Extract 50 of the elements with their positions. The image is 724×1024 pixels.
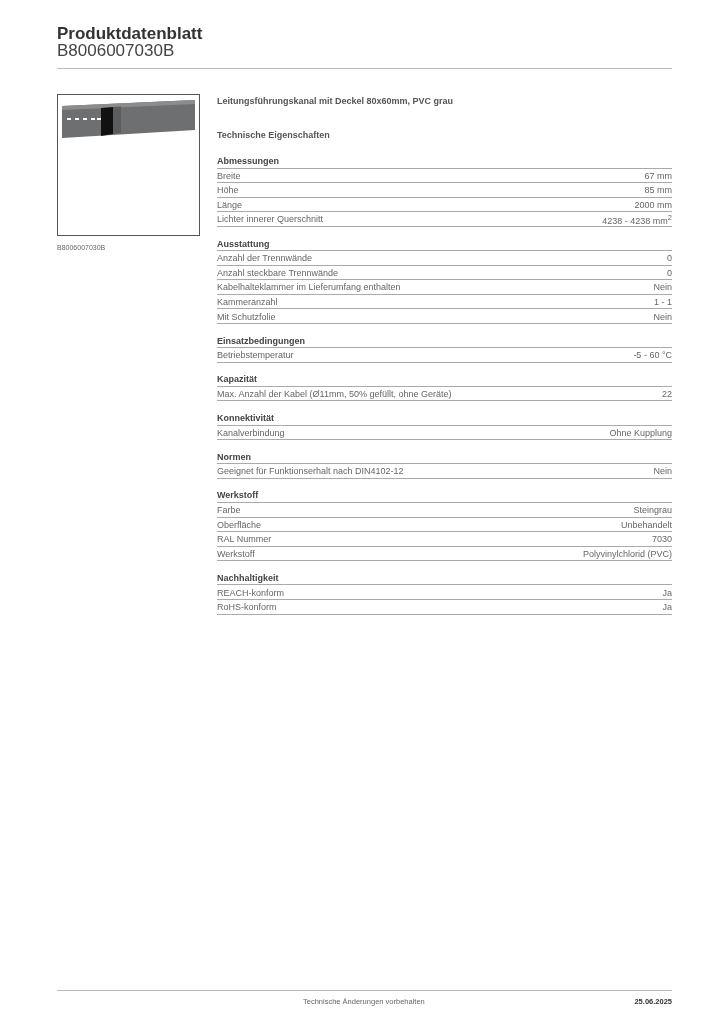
group-heading: Kapazität bbox=[217, 374, 257, 385]
property-name: Kammeranzahl bbox=[217, 296, 278, 308]
property-name: Breite bbox=[217, 170, 241, 181]
group-heading: Abmessungen bbox=[217, 156, 279, 167]
property-name: Länge bbox=[217, 199, 243, 211]
property-value: -5 - 60 °C bbox=[633, 350, 672, 361]
article-number: B8006007030B bbox=[57, 41, 175, 61]
property-name: Betriebstemperatur bbox=[217, 350, 294, 361]
property-value: Steingrau bbox=[633, 505, 672, 516]
property-value: 85 mm bbox=[644, 185, 672, 196]
property-value: Polyvinylchlorid (PVC) bbox=[582, 548, 672, 560]
property-value: 0 bbox=[667, 253, 672, 264]
page-title: Produktdatenblatt bbox=[57, 24, 203, 44]
property-name: Geeignet für Funktionserhalt nach DIN4102-12 bbox=[217, 466, 404, 477]
property-name: Oberfläche bbox=[217, 519, 262, 530]
property-value: Nein bbox=[653, 282, 672, 293]
group-heading: Konnektivität bbox=[217, 413, 274, 424]
property-value: Ja bbox=[662, 602, 672, 613]
property-name: Höhe bbox=[217, 185, 239, 196]
property-name: Kabelhalteklammer im Lieferumfang enthalten bbox=[217, 282, 401, 293]
property-value: 7030 bbox=[651, 534, 672, 545]
property-value: 2000 mm bbox=[634, 199, 672, 211]
property-value: 0 bbox=[667, 267, 672, 279]
product-name: Leitungsführungskanal mit Deckel 80x60mm, PVC grau bbox=[217, 96, 454, 107]
group-heading: Normen bbox=[217, 451, 251, 463]
property-name: Anzahl steckbare Trennwände bbox=[217, 267, 339, 279]
property-name: Max. Anzahl der Kabel (Ø11mm, 50% gefüllt, ohne Geräte) bbox=[217, 388, 452, 400]
property-value: Unbehandelt bbox=[620, 519, 672, 530]
property-value: 67 mm bbox=[644, 170, 672, 181]
property-name: Anzahl der Trennwände bbox=[217, 253, 313, 264]
property-name: REACH-konform bbox=[217, 587, 284, 598]
property-name: RoHS-konform bbox=[217, 602, 277, 613]
property-name: Mit Schutzfolie bbox=[217, 311, 276, 322]
property-name: Kanalverbindung bbox=[217, 427, 285, 438]
section-title: Technische Eigenschaften bbox=[217, 130, 330, 141]
property-value: 4238 - 4238 mm$^{2}$ bbox=[602, 214, 672, 227]
group-heading: Werkstoff bbox=[217, 490, 259, 501]
property-name: Werkstoff bbox=[217, 548, 255, 560]
property-value: Nein bbox=[653, 466, 672, 477]
property-value: Ohne Kupplung bbox=[609, 427, 672, 438]
property-name: Lichter innerer Querschnitt bbox=[217, 214, 324, 225]
group-heading: Einsatzbedingungen bbox=[217, 335, 305, 346]
property-value: 1 - 1 bbox=[654, 296, 672, 308]
property-value: Ja bbox=[662, 587, 672, 598]
property-name: Farbe bbox=[217, 505, 241, 516]
group-heading: Ausstattung bbox=[217, 238, 270, 249]
property-value: 22 bbox=[662, 388, 672, 400]
group-heading: Nachhaltigkeit bbox=[217, 572, 279, 584]
property-name: RAL Nummer bbox=[217, 534, 272, 545]
property-value: Nein bbox=[653, 311, 672, 322]
